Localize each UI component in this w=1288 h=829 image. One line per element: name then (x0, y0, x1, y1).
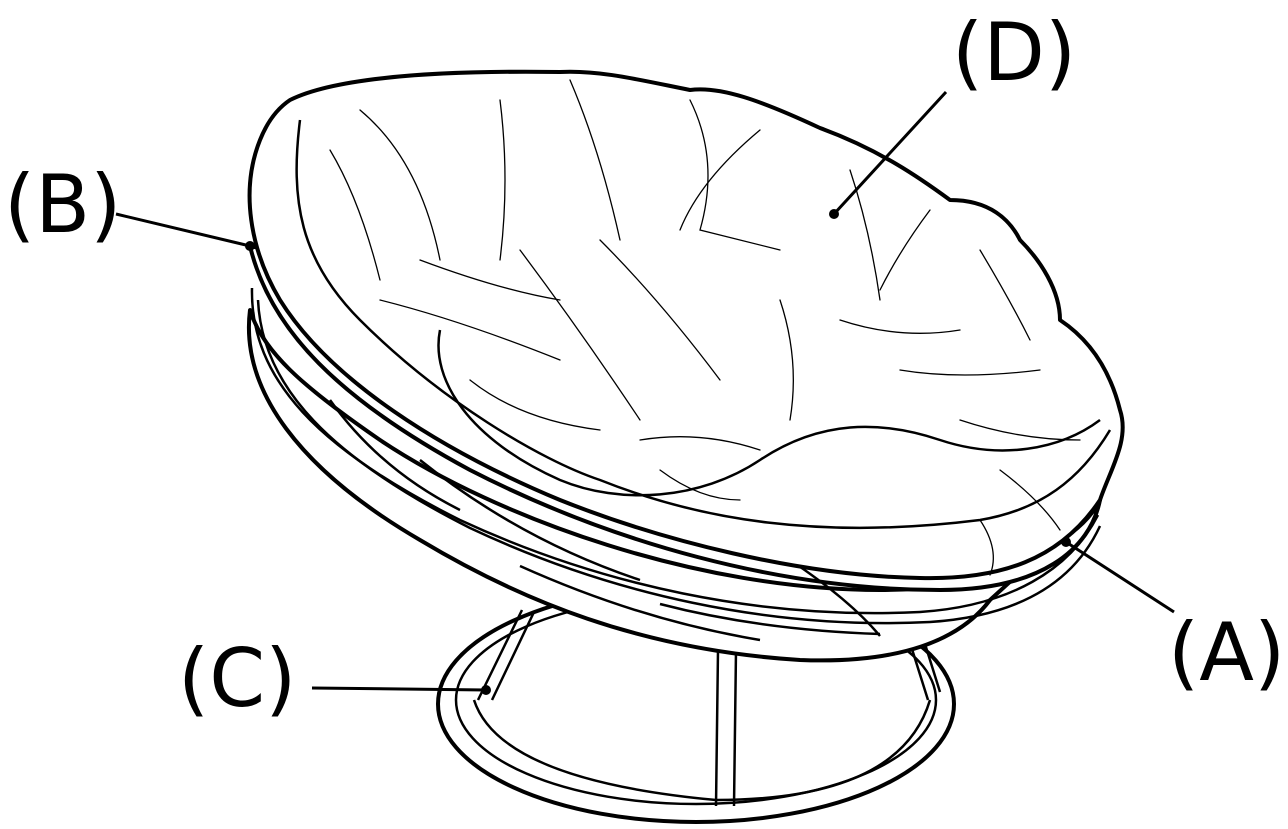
callout-a: (A) (1061, 537, 1285, 699)
callout-d-label: (D) (952, 6, 1076, 99)
callout-b-label: (B) (4, 158, 121, 251)
callout-a-label: (A) (1168, 606, 1285, 699)
callout-b: (B) (4, 158, 255, 251)
callout-c-label: (C) (178, 632, 296, 725)
